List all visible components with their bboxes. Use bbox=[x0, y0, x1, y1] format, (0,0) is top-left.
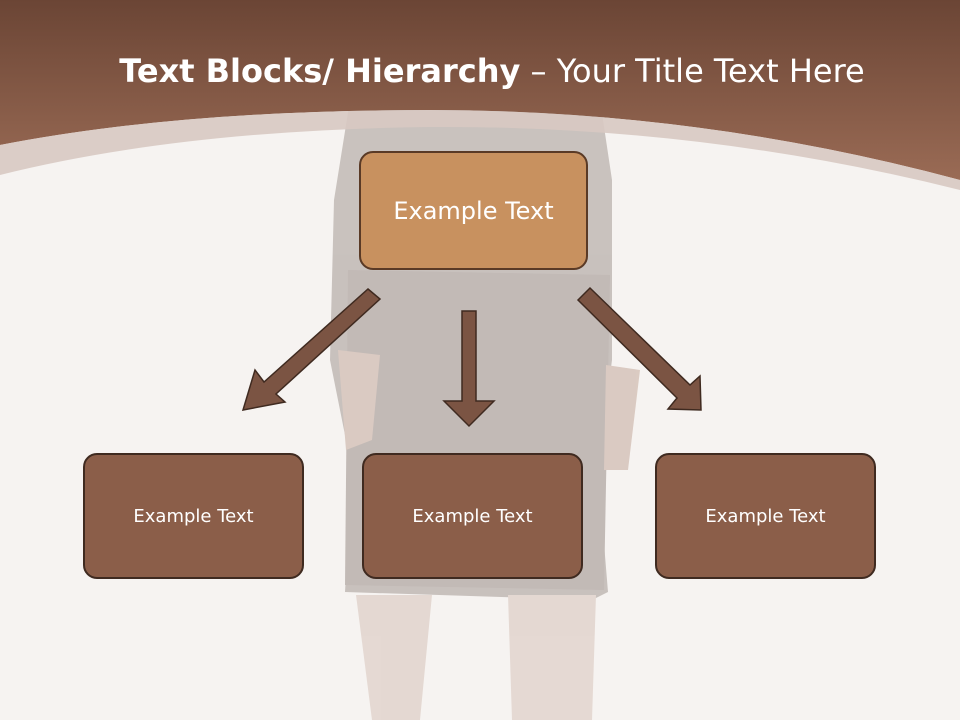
title-rest: Your Title Text Here bbox=[556, 52, 865, 90]
title-bold-part: Text Blocks/ Hierarchy bbox=[119, 52, 521, 90]
header-swoosh-light bbox=[0, 110, 960, 190]
arrow-down-left-icon bbox=[241, 288, 382, 411]
slide-title: Text Blocks/ Hierarchy – Your Title Text… bbox=[0, 52, 960, 90]
root-text-block-label: Example Text bbox=[393, 196, 554, 225]
child-text-block-3[interactable]: Example Text bbox=[655, 453, 876, 579]
child-text-block-label: Example Text bbox=[133, 505, 254, 527]
arrow-down-icon bbox=[442, 310, 496, 428]
child-text-block-2[interactable]: Example Text bbox=[362, 453, 583, 579]
title-dash: – bbox=[520, 52, 557, 90]
child-text-block-1[interactable]: Example Text bbox=[83, 453, 304, 579]
root-text-block[interactable]: Example Text bbox=[359, 151, 588, 270]
child-text-block-label: Example Text bbox=[412, 505, 533, 527]
header-band bbox=[0, 0, 960, 180]
arrow-down-right-icon bbox=[576, 286, 702, 411]
child-text-block-label: Example Text bbox=[705, 505, 826, 527]
